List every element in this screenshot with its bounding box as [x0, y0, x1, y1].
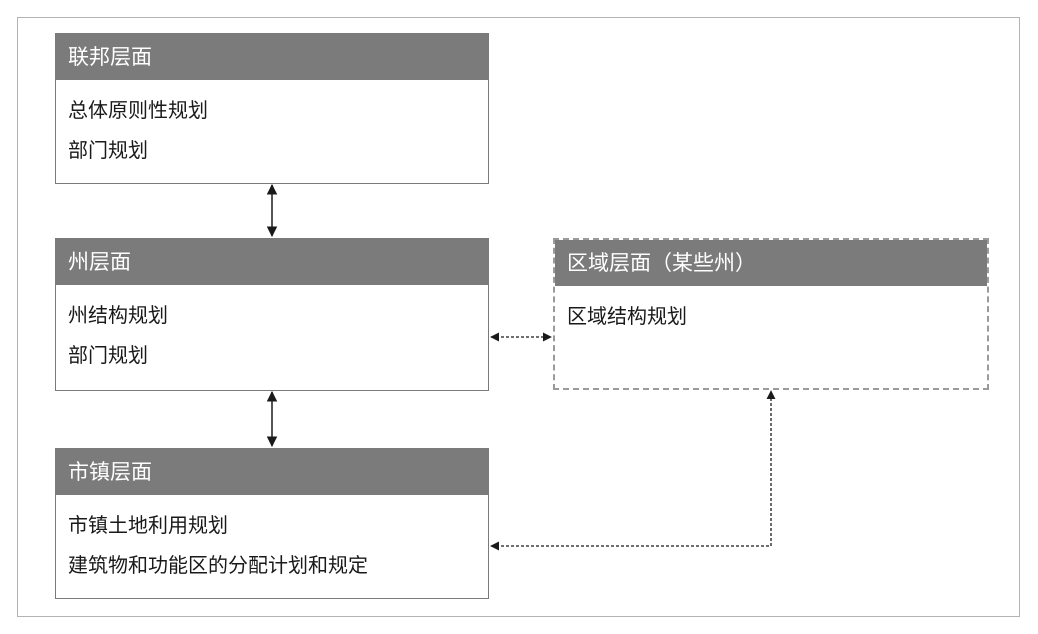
federal-item-sector-plan: 部门规划 [68, 138, 148, 162]
regional-item-structure-plan: 区域结构规划 [567, 304, 687, 328]
diagram-frame [17, 17, 1020, 617]
state-item-structure-plan: 州结构规划 [68, 303, 168, 327]
federal-level-items: 总体原则性规划 部门规划 [56, 80, 488, 170]
municipal-level-title: 市镇层面 [56, 449, 488, 495]
state-level-box: 州层面 州结构规划 部门规划 [55, 238, 489, 391]
municipal-regional-arrow [490, 390, 776, 551]
federal-level-box: 联邦层面 总体原则性规划 部门规划 [55, 33, 489, 184]
regional-level-items: 区域结构规划 [555, 286, 987, 336]
federal-item-general-plan: 总体原则性规划 [68, 98, 208, 122]
municipal-level-items: 市镇土地利用规划 建筑物和功能区的分配计划和规定 [56, 495, 488, 585]
municipal-level-box: 市镇层面 市镇土地利用规划 建筑物和功能区的分配计划和规定 [55, 448, 489, 599]
state-level-title: 州层面 [56, 239, 488, 285]
regional-level-title: 区域层面（某些州） [555, 240, 987, 286]
federal-level-title: 联邦层面 [56, 34, 488, 80]
municipal-item-zoning-plan: 建筑物和功能区的分配计划和规定 [68, 553, 368, 577]
state-item-sector-plan: 部门规划 [68, 343, 148, 367]
regional-level-box: 区域层面（某些州） 区域结构规划 [553, 238, 989, 390]
state-level-items: 州结构规划 部门规划 [56, 285, 488, 375]
municipal-item-land-use-plan: 市镇土地利用规划 [68, 513, 228, 537]
